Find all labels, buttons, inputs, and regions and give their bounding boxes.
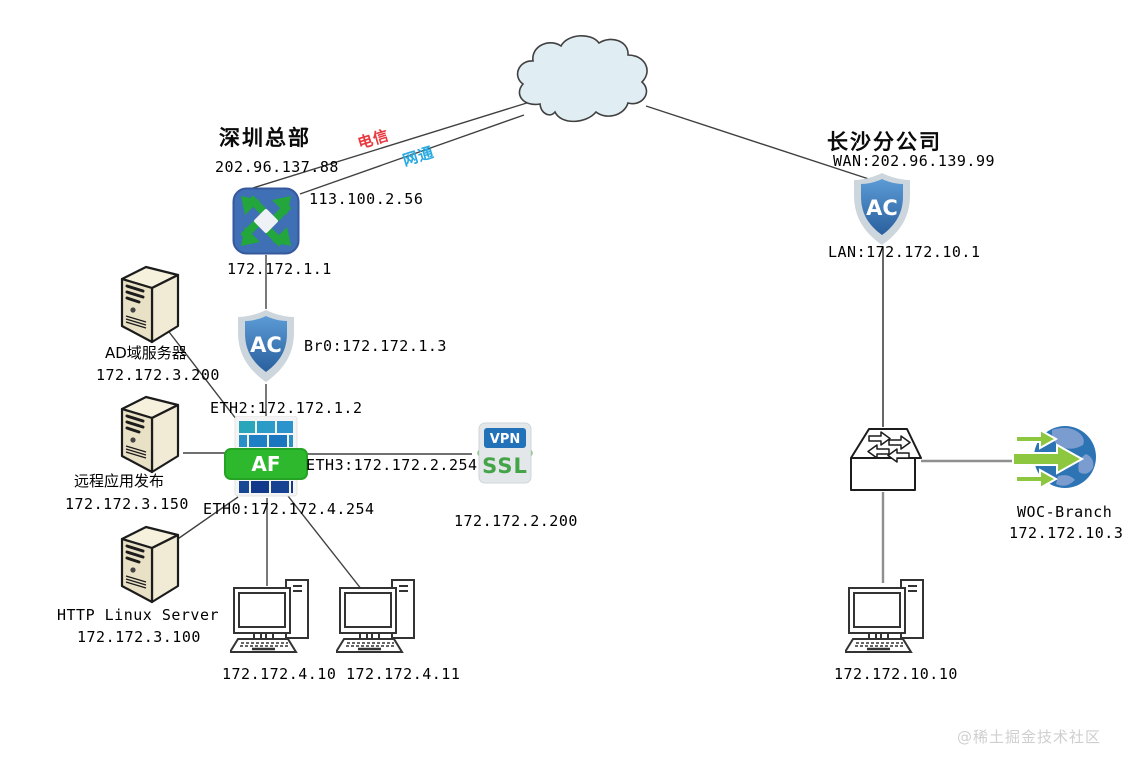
af-eth3-label: ETH3:172.172.2.254 [306, 456, 478, 474]
ssl-text: SSL [482, 454, 528, 478]
hq-unicom-ip-label: 113.100.2.56 [309, 190, 424, 208]
vpn-ip-label: 172.172.2.200 [454, 512, 578, 530]
ac-br0-label: Br0:172.172.1.3 [304, 337, 447, 355]
link-af-server3 [171, 496, 239, 544]
vpn-text: VPN [490, 432, 520, 447]
hq-title: 深圳总部 [219, 126, 311, 150]
router-ip-label: 172.172.1.1 [227, 260, 332, 278]
link-af-pc2 [287, 495, 363, 591]
server-ad-ip: 172.172.3.200 [96, 366, 220, 384]
pc2-ip-label: 172.172.4.11 [346, 665, 461, 683]
branch-wan-label: WAN:202.96.139.99 [833, 152, 996, 170]
switch-icon [845, 426, 925, 494]
branch-lan-label: LAN:172.172.10.1 [828, 243, 981, 261]
pc1-ip-label: 172.172.4.10 [222, 665, 337, 683]
ssl-vpn-icon: VPN SSL [468, 416, 542, 490]
internet-cloud-icon [510, 32, 656, 132]
server-icon-remoteapp [115, 392, 185, 476]
af-text: AF [251, 452, 280, 476]
ac-gateway-icon-hq: AC [232, 307, 300, 385]
af-eth0-label: ETH0:172.172.4.254 [203, 500, 375, 518]
link-af-server1 [165, 327, 241, 425]
server-icon-ad [115, 262, 185, 346]
ac-gateway-icon-branch: AC [848, 170, 916, 248]
server-http-ip: 172.172.3.100 [77, 628, 201, 646]
ac-branch-text: AC [866, 196, 898, 220]
pc-icon-2 [336, 578, 418, 654]
pc-icon-branch [845, 578, 927, 654]
af-eth2-label: ETH2:172.172.1.2 [210, 399, 363, 417]
server-ad-name: AD域服务器 [105, 344, 187, 362]
link-telecom-line [239, 101, 531, 193]
hq-telecom-ip-label: 202.96.137.88 [215, 158, 339, 176]
woc-ip-label: 172.172.10.3 [1009, 524, 1124, 542]
branch-title: 长沙分公司 [827, 130, 942, 154]
pc3-ip-label: 172.172.10.10 [834, 665, 958, 683]
link-unicom-line [299, 114, 525, 195]
woc-name-label: WOC-Branch [1017, 503, 1113, 521]
router-icon [232, 187, 300, 255]
pc-icon-1 [230, 578, 312, 654]
ac-hq-text: AC [250, 333, 282, 357]
server-remoteapp-ip: 172.172.3.150 [65, 495, 189, 513]
server-icon-http [115, 522, 185, 606]
server-remoteapp-name: 远程应用发布 [74, 472, 165, 490]
watermark: @稀土掘金技术社区 [957, 728, 1102, 746]
woc-branch-icon [1012, 424, 1098, 494]
af-firewall-icon: AF [224, 416, 308, 498]
link-cloud-branch [645, 105, 879, 183]
server-http-name: HTTP Linux Server [57, 606, 220, 624]
